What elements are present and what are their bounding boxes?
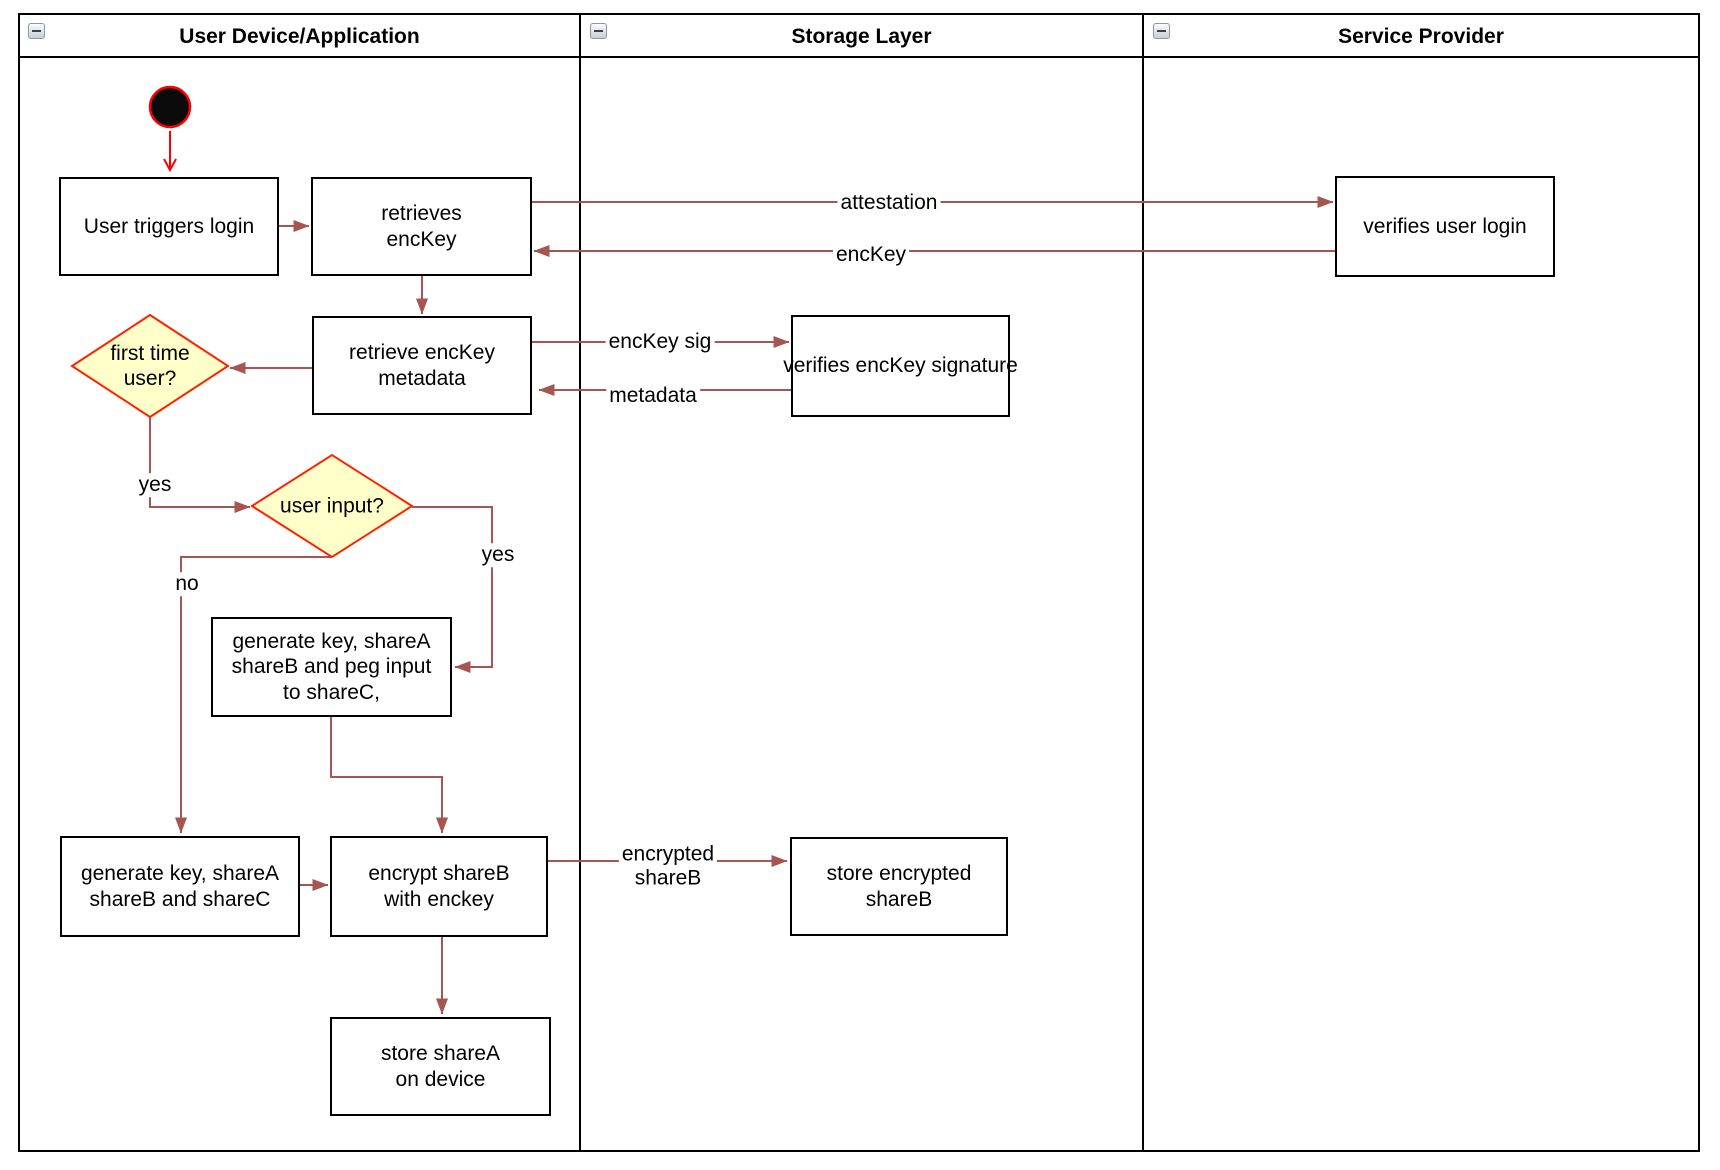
- collapse-lane-button-storage-layer[interactable]: [590, 23, 607, 39]
- edge-user-input-yes: [412, 506, 493, 673]
- node-verifies-user-login[interactable]: verifies user login: [1335, 176, 1555, 277]
- swimlane-pool: [18, 13, 1700, 1152]
- minus-icon: [32, 30, 41, 32]
- node-store-encrypted-shareb[interactable]: store encrypted shareB: [790, 837, 1008, 936]
- decision-first-time-user[interactable]: [70, 313, 230, 419]
- collapse-lane-button-user-device[interactable]: [28, 23, 45, 39]
- edge-user-input-no: [175, 556, 332, 834]
- edge-label-no-user-input: no: [172, 572, 202, 596]
- edge-label-yes-user-input: yes: [478, 543, 518, 567]
- node-retrieve-enckey-metadata[interactable]: retrieve encKey metadata: [312, 316, 532, 415]
- lane-title-service-provider: Service Provider: [1338, 25, 1504, 48]
- edge-label-yes-first-time: yes: [135, 473, 175, 497]
- decision-label-user-input: user input?: [280, 494, 384, 518]
- collapse-lane-button-service-provider[interactable]: [1153, 23, 1170, 39]
- edge-first-time-yes: [149, 417, 251, 513]
- lane-separator-2: [1142, 13, 1144, 1152]
- edge-label-enckey-sig: encKey sig: [605, 330, 715, 354]
- lane-separator-1: [579, 13, 581, 1152]
- start-node[interactable]: [148, 85, 192, 129]
- edge-label-attestation: attestation: [837, 191, 941, 215]
- decision-label-first-time-user: first time user?: [110, 341, 190, 390]
- edge-peg-to-encrypt: [330, 717, 448, 834]
- node-generate-key-abc[interactable]: generate key, shareA shareB and shareC: [60, 836, 300, 937]
- edge-label-enckey: encKey: [832, 243, 910, 267]
- edge-label-encrypted-shareb: encrypted shareB: [618, 842, 718, 890]
- lane-header-divider: [18, 56, 1700, 58]
- node-user-triggers-login[interactable]: User triggers login: [59, 177, 279, 276]
- minus-icon: [594, 30, 603, 32]
- minus-icon: [1157, 30, 1166, 32]
- node-retrieves-enckey[interactable]: retrieves encKey: [311, 177, 532, 276]
- lane-title-user-device: User Device/Application: [179, 25, 420, 48]
- node-generate-key-peg-input[interactable]: generate key, shareA shareB and peg inpu…: [211, 617, 452, 717]
- lane-title-storage-layer: Storage Layer: [791, 25, 932, 48]
- decision-user-input[interactable]: [250, 453, 414, 559]
- node-encrypt-shareb[interactable]: encrypt shareB with enckey: [330, 836, 548, 937]
- node-store-sharea-on-device[interactable]: store shareA on device: [330, 1017, 551, 1116]
- edge-label-metadata: metadata: [606, 384, 700, 408]
- node-verifies-enckey-signature[interactable]: verifies encKey signature: [783, 315, 1018, 417]
